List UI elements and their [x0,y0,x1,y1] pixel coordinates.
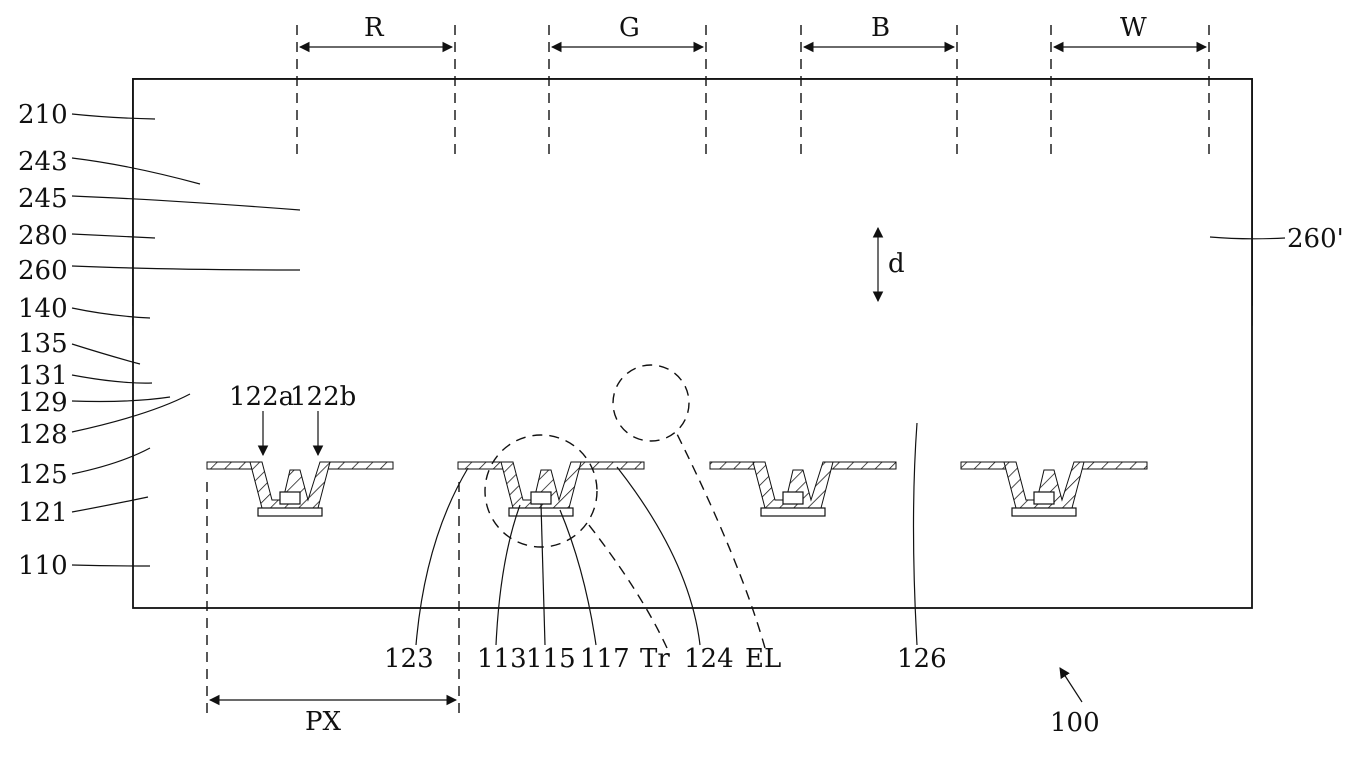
label-123: 123 [384,644,434,674]
label-135: 135 [18,329,68,359]
label-243: 243 [18,147,68,177]
label-210: 210 [18,100,68,130]
label-280: 280 [18,221,68,251]
label-140: 140 [18,294,68,324]
label-R: R [364,13,385,43]
label-115: 115 [526,644,576,674]
label-Tr: Tr [640,644,670,674]
label-131: 131 [18,361,68,391]
label-122b: 122b [290,382,356,412]
label-W: W [1120,13,1147,43]
label-113: 113 [477,644,527,674]
label-110: 110 [18,551,68,581]
label-125: 125 [18,460,68,490]
label-124: 124 [684,644,734,674]
label-128: 128 [18,420,68,450]
label-EL: EL [745,644,781,674]
label-100: 100 [1050,708,1100,738]
label-260-prime: 260' [1287,224,1344,254]
label-245: 245 [18,184,68,214]
label-B: B [871,13,890,43]
label-121: 121 [18,498,68,528]
label-126: 126 [897,644,947,674]
label-122a: 122a [229,382,294,412]
label-117: 117 [580,644,630,674]
label-260: 260 [18,256,68,286]
label-PX: PX [305,707,341,737]
label-129: 129 [18,388,68,418]
label-d: d [888,249,905,279]
label-G: G [619,13,640,43]
base-substrate-110 [133,79,1252,608]
